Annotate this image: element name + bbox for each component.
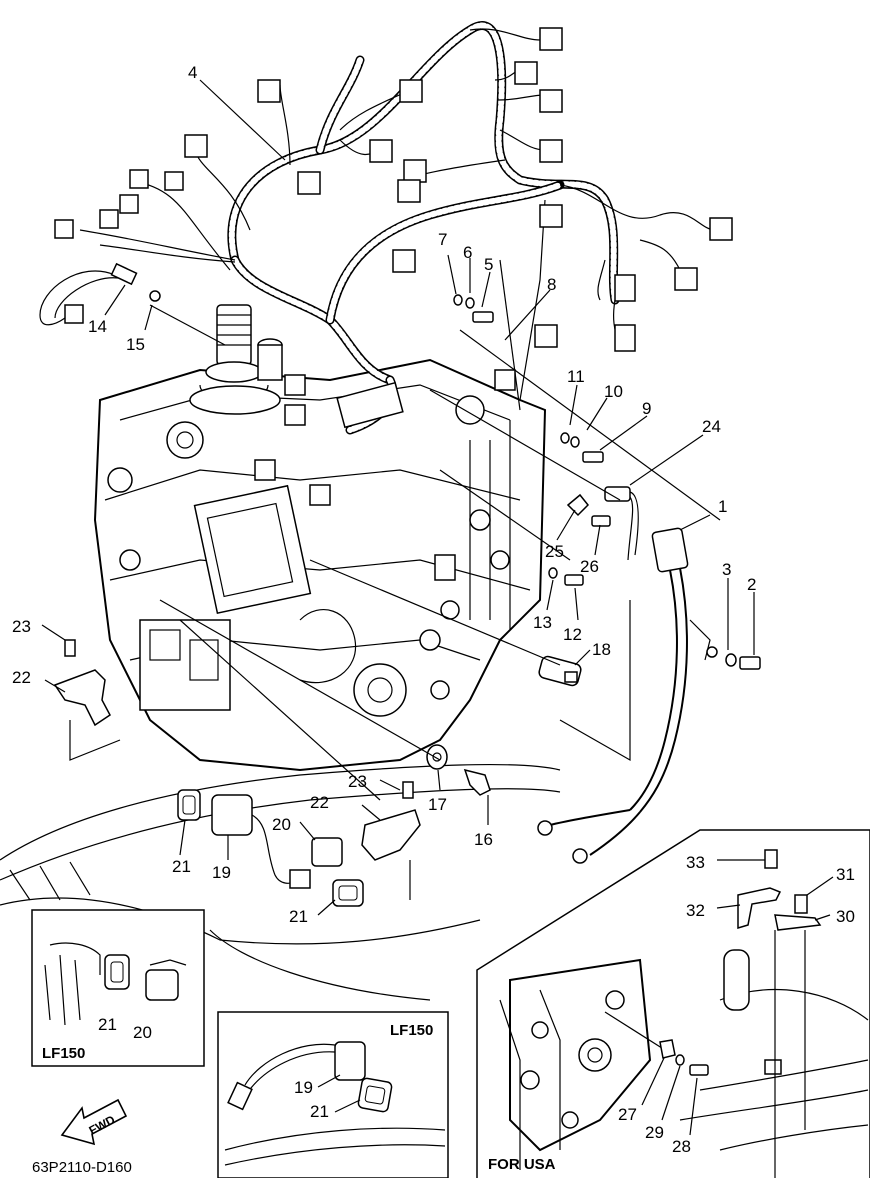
bolts-9-10-11 — [560, 432, 604, 463]
lf150-left-callout-20: 20 — [133, 1023, 152, 1042]
part-14-sensor — [110, 262, 161, 302]
callout-9: 9 — [642, 399, 651, 418]
lf150-left-title: LF150 — [42, 1045, 85, 1062]
callout-24: 24 — [702, 417, 721, 436]
callout-7: 7 — [438, 230, 447, 249]
bracket-22-center — [361, 781, 421, 861]
diagram-code: 63P2110-D160 — [32, 1159, 132, 1176]
callout-23b: 23 — [348, 772, 367, 791]
usa-callout-30: 30 — [836, 907, 855, 926]
callout-20: 20 — [272, 815, 291, 834]
wiring-harness — [39, 21, 716, 435]
bolts-12-13 — [548, 567, 584, 586]
usa-callout-33: 33 — [686, 853, 705, 872]
engine-block — [93, 199, 547, 772]
connectors — [54, 27, 733, 581]
callout-2: 2 — [747, 575, 756, 594]
callout-1: 1 — [718, 497, 727, 516]
lf150-left-callout-21: 21 — [98, 1015, 117, 1034]
callout-25: 25 — [545, 542, 564, 561]
inset-for-usa: 33 32 31 30 27 29 28 FOR USA — [476, 829, 870, 1178]
callout-4: 4 — [188, 63, 197, 82]
leader-lines — [41, 79, 755, 916]
bolts-5-6-7 — [453, 294, 494, 323]
callout-26: 26 — [580, 557, 599, 576]
bracket-22-left — [53, 639, 111, 727]
callout-21: 21 — [172, 857, 191, 876]
callout-22: 22 — [12, 668, 31, 687]
for-usa-title: FOR USA — [488, 1156, 556, 1173]
battery-cable — [537, 527, 761, 864]
callout-12: 12 — [563, 625, 582, 644]
usa-callout-27: 27 — [618, 1105, 637, 1124]
usa-callout-28: 28 — [672, 1137, 691, 1156]
callout-18: 18 — [592, 640, 611, 659]
lf150-center-title: LF150 — [390, 1022, 433, 1039]
callout-22b: 22 — [310, 793, 329, 812]
callout-21b: 21 — [289, 907, 308, 926]
part-24-sensor — [604, 486, 639, 561]
callout-13: 13 — [533, 613, 552, 632]
callout-labels: 1 2 3 4 5 6 7 8 9 10 11 12 13 14 15 16 1… — [12, 63, 756, 926]
callout-17: 17 — [428, 795, 447, 814]
crankshaft-top — [189, 304, 283, 415]
callout-3: 3 — [722, 560, 731, 579]
usa-callout-31: 31 — [836, 865, 855, 884]
bottom-cowling — [0, 763, 561, 1001]
callout-15: 15 — [126, 335, 145, 354]
part-18-sensor — [538, 655, 582, 687]
callout-23: 23 — [12, 617, 31, 636]
callout-10: 10 — [604, 382, 623, 401]
inset-lf150-left: 21 20 LF150 — [31, 909, 205, 1067]
callout-6: 6 — [463, 243, 472, 262]
lf150-center-callout-21: 21 — [310, 1102, 329, 1121]
inset-lf150-center: LF150 19 21 — [217, 1011, 449, 1178]
callout-8: 8 — [547, 275, 556, 294]
callout-11: 11 — [567, 367, 585, 386]
grommet-17-bolt-16 — [426, 744, 491, 796]
usa-callout-32: 32 — [686, 901, 705, 920]
callout-14: 14 — [88, 317, 107, 336]
lf150-center-callout-19: 19 — [294, 1078, 313, 1097]
callout-16: 16 — [474, 830, 493, 849]
parts-19-20-21 — [177, 789, 364, 907]
fwd-arrow-icon: FWD — [60, 1098, 128, 1146]
callout-5: 5 — [484, 255, 493, 274]
usa-callout-29: 29 — [645, 1123, 664, 1142]
callout-19: 19 — [212, 863, 231, 882]
